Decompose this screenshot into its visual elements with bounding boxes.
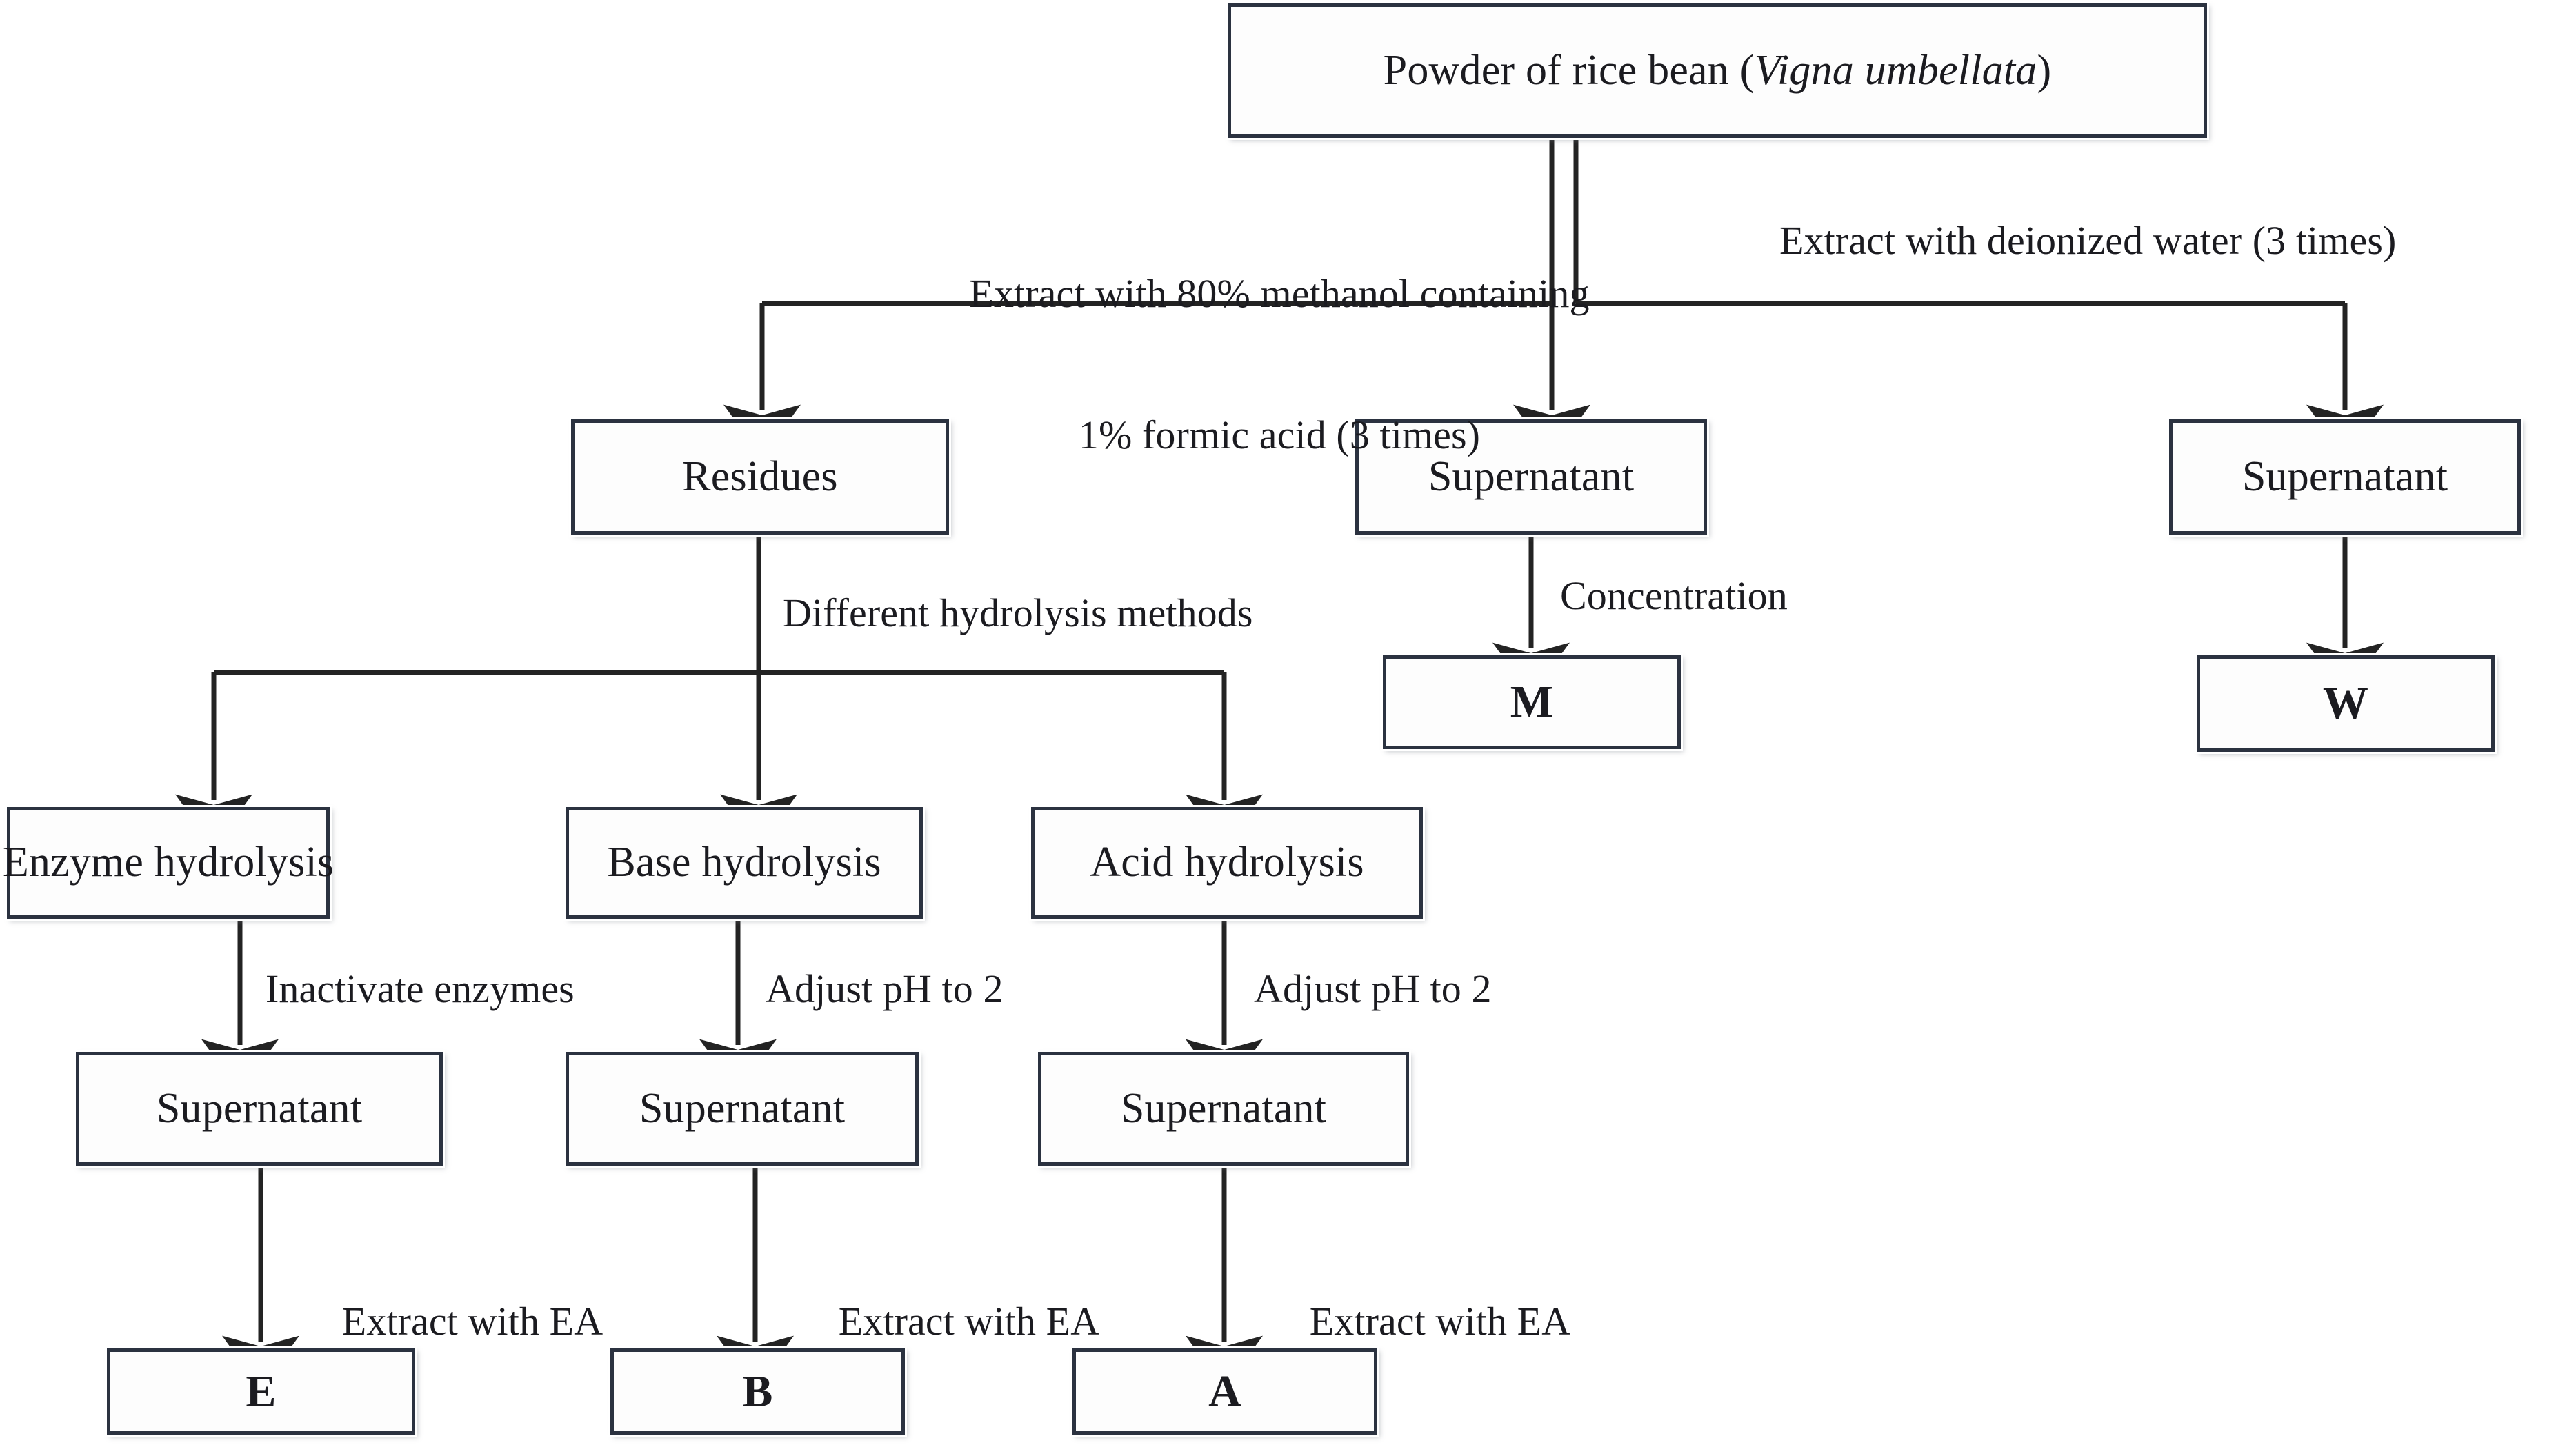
node-product-e-label: E (246, 1366, 277, 1417)
node-product-m-label: M (1510, 677, 1554, 728)
node-product-w-label: W (2322, 678, 2369, 729)
species-name: Vigna umbellata (1754, 46, 2037, 94)
edge-label-water-extract: Extract with deionized water (3 times) (1779, 218, 2397, 263)
edge-label-extract-ea-enzyme: Extract with EA concentratation (279, 1204, 666, 1445)
edge-label-hydrolysis-methods: Different hydrolysis methods (783, 590, 1253, 635)
edge-label-extract-ea-enzyme-line1: Extract with EA (341, 1298, 603, 1344)
edge-label-extract-ea-base-line1: Extract with EA (838, 1298, 1100, 1344)
edge-label-inactivate-enzymes: Inactivate enzymes (266, 966, 575, 1011)
node-acid-hydrolysis[interactable]: Acid hydrolysis (1031, 807, 1423, 919)
node-product-e[interactable]: E (107, 1348, 415, 1435)
node-supernatant-enzyme[interactable]: Supernatant (76, 1052, 443, 1166)
node-powder-label: Powder of rice bean (Vigna umbellata) (1383, 46, 2052, 94)
node-product-a-label: A (1208, 1366, 1241, 1417)
node-supernatant-water-label: Supernatant (2241, 452, 2448, 500)
edge-label-extract-ea-acid: Extract with EA concentratation (1247, 1204, 1633, 1445)
node-supernatant-enzyme-label: Supernatant (156, 1084, 363, 1132)
node-supernatant-base-label: Supernatant (639, 1084, 846, 1132)
node-base-hydrolysis-label: Base hydrolysis (607, 839, 881, 886)
node-supernatant-acid-label: Supernatant (1120, 1084, 1327, 1132)
edge-label-extract-ea-base-line2: concentratation (776, 1439, 1162, 1445)
node-enzyme-hydrolysis-label: Enzyme hydrolysis (2, 839, 335, 886)
edge-label-methanol-extract-line1: Extract with 80% methanol containing (969, 270, 1590, 316)
node-product-m[interactable]: M (1383, 655, 1681, 749)
node-supernatant-methanol-label: Supernatant (1428, 452, 1635, 500)
edge-label-methanol-extract-line2: 1% formic acid (3 times) (1078, 412, 1481, 458)
edge-label-concentration: Concentration (1560, 573, 1788, 618)
node-residues[interactable]: Residues (571, 419, 949, 535)
node-product-a[interactable]: A (1072, 1348, 1377, 1435)
node-supernatant-methanol[interactable]: Supernatant (1355, 419, 1707, 535)
node-supernatant-water[interactable]: Supernatant (2169, 419, 2521, 535)
node-residues-label: Residues (682, 452, 838, 500)
node-product-b-label: B (742, 1366, 773, 1417)
node-acid-hydrolysis-label: Acid hydrolysis (1090, 839, 1364, 886)
edge-label-adjust-ph-base: Adjust pH to 2 (766, 966, 1004, 1011)
node-enzyme-hydrolysis[interactable]: Enzyme hydrolysis (3, 807, 334, 919)
edge-label-adjust-ph-acid: Adjust pH to 2 (1254, 966, 1492, 1011)
node-product-w[interactable]: W (2197, 655, 2495, 752)
node-supernatant-acid[interactable]: Supernatant (1038, 1052, 1409, 1166)
node-product-b[interactable]: B (610, 1348, 905, 1435)
edge-label-methanol-extract: Extract with 80% methanol containing 1% … (866, 176, 1693, 554)
edge-label-extract-ea-acid-line2: concentratation (1247, 1439, 1633, 1445)
node-base-hydrolysis[interactable]: Base hydrolysis (566, 807, 923, 919)
node-supernatant-base[interactable]: Supernatant (566, 1052, 919, 1166)
edge-label-extract-ea-enzyme-line2: concentratation (279, 1439, 666, 1445)
node-powder-of-rice-bean[interactable]: Powder of rice bean (Vigna umbellata) (1228, 3, 2207, 138)
edge-label-extract-ea-acid-line1: Extract with EA (1309, 1298, 1571, 1344)
edge-label-extract-ea-base: Extract with EA concentratation (776, 1204, 1162, 1445)
